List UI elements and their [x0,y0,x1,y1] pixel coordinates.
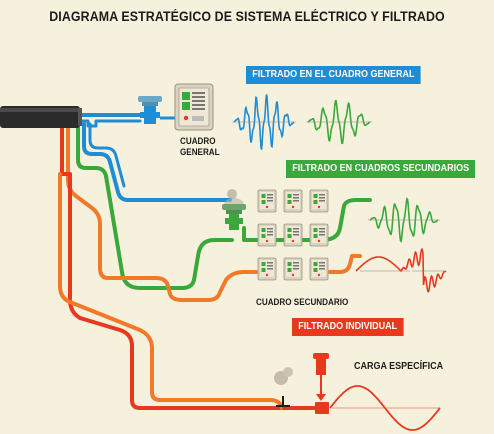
ground-symbol-icon [276,396,290,407]
label-cuadro-secundario: CUADRO SECUNDARIO [256,297,349,307]
wire-green-secondary [76,122,234,290]
cuadro-secundario-cabinets [257,257,329,281]
general-cabinet-icon [174,83,214,131]
secondary-filter-icon [222,198,246,230]
secondary-cabinet-icon [283,189,303,213]
cuadro-secundario-cabinet-icon [309,257,329,281]
secondary-cabinet-icon [309,189,329,213]
banner-filtrado-secundarios: FILTRADO EN CUADROS SECUNDARIOS [286,160,476,178]
smoke-puff-icon [227,189,293,385]
wire-blue-secondary-2 [88,122,126,188]
wire-red-individual-2 [58,172,284,410]
general-filter-icon [138,96,162,124]
wire-blue-general-2 [73,119,142,128]
label-cuadro-general-1: CUADRO [180,136,216,146]
label-cuadro-general-2: GENERAL [180,147,220,157]
secondary-cabinet-icon [257,223,277,247]
wire-orange-secondary [66,122,258,302]
cuadro-secundario-cabinet-icon [283,257,303,281]
wire-red-individual-1 [60,122,322,410]
secondary-cabinet-icon [257,189,277,213]
secondary-cabinets-group [257,189,329,247]
banner-filtrado-individual: FILTRADO INDIVIDUAL [292,318,404,336]
diagram-title: DIAGRAMA ESTRATÉGICO DE SISTEMA ELÉCTRIC… [49,9,445,24]
label-carga-especifica: CARGA ESPECÍFICA [354,361,444,372]
individual-filter-icon [313,353,329,401]
secondary-cabinet-icon [283,223,303,247]
wire-orange-to-wave [328,254,362,274]
specific-load-icon [315,402,329,414]
waveform-individual [329,385,441,431]
main-cable [0,106,82,128]
cuadro-secundario-cabinet-icon [257,257,277,281]
wire-blue-to-secondary [82,122,232,202]
secondary-cabinet-icon [309,223,329,247]
banner-filtrado-general: FILTRADO EN EL CUADRO GENERAL [246,66,421,84]
waveform-secondary-before [355,247,447,293]
